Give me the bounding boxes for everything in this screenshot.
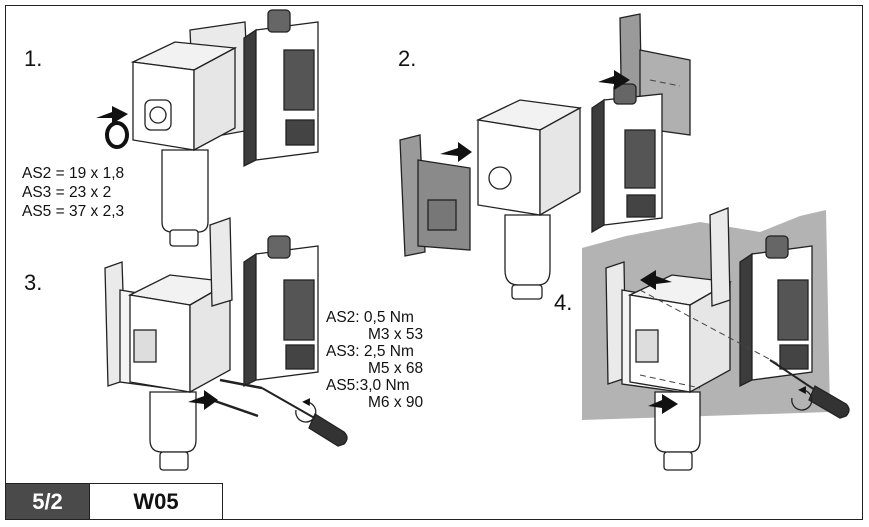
section-code-badge: W05 <box>89 483 223 520</box>
step1-insert-arrow <box>96 106 128 124</box>
seal-dimension: 19 x 1,8 <box>68 165 125 182</box>
step3-filter-bowl <box>149 391 197 453</box>
screw-size: M5 x 68 <box>368 360 424 377</box>
step4-guide-line-top <box>639 289 787 369</box>
step2-filter-bowl <box>504 214 551 286</box>
screw-size: M3 x 53 <box>368 326 424 343</box>
step1-filter-bowl <box>161 149 209 233</box>
step4-screwdriver-shaft <box>769 359 819 393</box>
torque-spec-list: AS2: 0,5 Nm M3 x 53 AS3: 2,5 Nm M5 x 68 … <box>326 309 423 411</box>
page-number-badge: 5/2 <box>5 483 90 520</box>
step2-assembly <box>399 13 691 300</box>
step3-assembly <box>104 217 348 471</box>
step2-head-front <box>477 119 541 216</box>
torque-model: AS5: <box>326 377 360 394</box>
step-2-number: 2. <box>398 46 417 71</box>
step3-screw-1 <box>219 378 263 390</box>
torque-model: AS3: <box>326 343 360 360</box>
seal-model: AS2 = <box>22 165 65 182</box>
seal-dimension: 37 x 2,3 <box>68 203 125 220</box>
step1-head-side <box>193 46 236 152</box>
step3-insert-arrow <box>188 390 218 410</box>
step4-assembly <box>605 207 850 471</box>
step3-screwdriver-handle <box>308 413 348 447</box>
torque-model: AS2: <box>326 309 360 326</box>
step-1-number: 1. <box>24 46 43 71</box>
step4-screwdriver-handle <box>808 385 850 419</box>
step1-seal-ring <box>105 121 129 149</box>
torque-value: 0,5 Nm <box>363 309 414 326</box>
torque-value: 2,5 Nm <box>363 343 414 360</box>
step1-assembly <box>130 9 319 247</box>
step4-guide-line-bottom <box>639 374 701 389</box>
step-4-number: 4. <box>554 290 573 315</box>
torque-row: AS2: 0,5 Nm <box>326 309 423 326</box>
step1-drain <box>169 229 199 247</box>
torque-value: 3,0 Nm <box>359 377 410 394</box>
seal-dimension: 23 x 2 <box>68 184 112 201</box>
torque-row: AS3: 2,5 Nm <box>326 343 423 360</box>
seal-model: AS3 = <box>22 184 65 201</box>
seal-model: AS5 = <box>22 203 65 220</box>
screw-size: M6 x 90 <box>368 394 424 411</box>
step4-rotate-icon <box>791 386 813 411</box>
step3-screwdriver-shaft <box>261 387 319 421</box>
seal-size-list: AS2 = 19 x 1,8 AS3 = 23 x 2 AS5 = 37 x 2… <box>22 165 124 220</box>
torque-row: AS5:3,0 Nm <box>326 377 423 394</box>
step2-arrow-right <box>598 70 630 90</box>
step4-arrow-top <box>640 270 672 290</box>
seal-size-row: AS5 = 37 x 2,3 <box>22 203 124 220</box>
step2-arrow-left <box>440 142 472 162</box>
seal-size-row: AS2 = 19 x 1,8 <box>22 165 124 182</box>
step4-arrow-bottom <box>648 394 678 414</box>
step1-sensor-side <box>243 28 257 168</box>
step-3-number: 3. <box>24 270 43 295</box>
step1-connector <box>267 9 291 33</box>
seal-size-row: AS3 = 23 x 2 <box>22 184 124 201</box>
step3-rotate-icon <box>295 398 317 423</box>
step2-guide-line <box>649 79 681 87</box>
step3-screw-2 <box>211 398 259 418</box>
